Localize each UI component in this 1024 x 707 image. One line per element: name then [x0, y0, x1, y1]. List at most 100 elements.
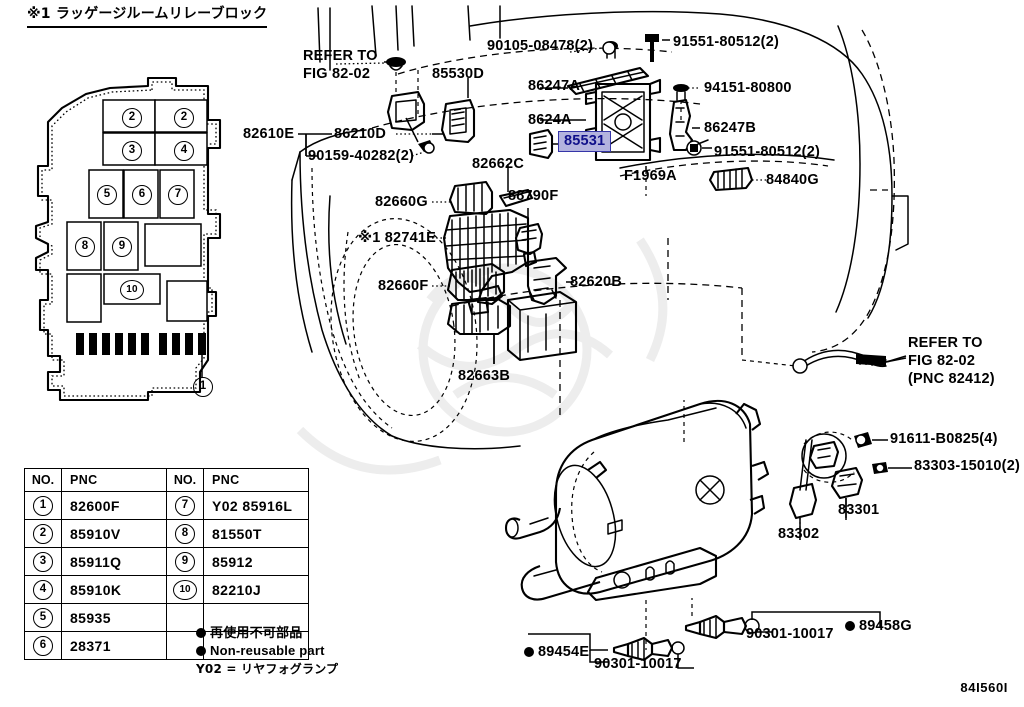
table-row: 6 28371 — [24, 631, 309, 660]
row-pnc-right: Y02 85916L — [203, 491, 309, 520]
relay-slot-blank-2 — [66, 273, 102, 323]
callout-refer-fig8202-top: REFER TO FIG 82-02 — [303, 48, 378, 83]
table-row: 2 85910V 8 81550T — [24, 519, 309, 548]
callout-91611-B0825: 91611-B0825(4) — [890, 431, 998, 447]
table-row: 1 82600F 7 Y02 85916L — [24, 491, 309, 520]
callout-F1969A: F1969A — [624, 168, 677, 184]
callout-82663B: 82663B — [458, 368, 510, 384]
row-no-right: 9 — [166, 547, 204, 576]
header-no-left: NO. — [24, 468, 62, 492]
row-pnc-left: 85910K — [61, 575, 167, 604]
callout-82660G: 82660G — [375, 194, 428, 210]
row-no-right: 7 — [166, 491, 204, 520]
callout-82620B: 82620B — [570, 274, 622, 290]
callout-90105-08478: 90105-08478(2) — [487, 38, 593, 54]
row-pnc-left: 85935 — [61, 603, 167, 632]
leader-lines — [298, 39, 912, 540]
callout-90159-40282: 90159-40282(2) — [308, 148, 414, 164]
relay-callout-7: 7 — [168, 185, 188, 205]
highlighted-part-85531[interactable]: 85531 — [558, 131, 612, 152]
oxygen-sensors — [528, 598, 881, 669]
row-pnc-left: 82600F — [61, 491, 167, 520]
callout-84840G: 84840G — [766, 172, 819, 188]
row-pnc-right: 85912 — [203, 547, 309, 576]
callout-86247A: 86247A — [528, 78, 580, 94]
relay-callout-9: 9 — [112, 237, 132, 257]
callout-82662C: 82662C — [472, 156, 524, 172]
callout-89454E: 89454E — [524, 644, 589, 661]
row-no-left: 2 — [24, 519, 62, 548]
row-pnc-left: 85910V — [61, 519, 167, 548]
row-no-left: 4 — [24, 575, 62, 604]
non-reusable-bullet-icon — [845, 621, 855, 631]
row-pnc-left: 85911Q — [61, 547, 167, 576]
legend-block: 再使用不可部品 Non-reusable part Y02 = リヤフォグランプ — [196, 625, 338, 678]
relay-callout-2b: 2 — [174, 108, 194, 128]
header-no-right: NO. — [166, 468, 204, 492]
row-empty-cell — [166, 603, 204, 632]
muffler-assembly — [504, 399, 770, 650]
highlight-badge: 85531 — [558, 131, 612, 152]
callout-8624A: 8624A — [528, 112, 572, 128]
relay-callout-6: 6 — [132, 185, 152, 205]
row-empty-cell — [203, 603, 309, 632]
callout-83302: 83302 — [778, 526, 820, 542]
non-reusable-bullet-icon — [196, 628, 206, 638]
callout-89458G: 89458G — [845, 618, 912, 635]
callout-refer-fig8202-right: REFER TO FIG 82-02 (PNC 82412) — [908, 335, 995, 388]
vehicle-body-outline — [290, 5, 909, 450]
row-pnc-left: 28371 — [61, 631, 167, 660]
callout-86247B: 86247B — [704, 120, 756, 136]
non-reusable-bullet-icon — [524, 647, 534, 657]
ecu-bracket-assembly — [528, 34, 754, 196]
relay-callout-2a: 2 — [122, 108, 142, 128]
relay-callout-8: 8 — [75, 237, 95, 257]
relay-pointer-1: 1 — [193, 377, 213, 397]
rear-harness — [741, 349, 907, 374]
header-pnc-left: PNC — [61, 468, 167, 492]
non-reusable-bullet-icon — [196, 646, 206, 657]
section-heading-luggage-relay-block: ※1 ラッゲージルームリレーブロック — [27, 6, 268, 28]
callout-82741E: ※1 82741E — [358, 230, 436, 246]
table-row: 4 85910K 10 82210J — [24, 575, 309, 604]
header-pnc-right: PNC — [203, 468, 309, 492]
row-no-right: 8 — [166, 519, 204, 548]
callout-83301: 83301 — [838, 502, 880, 518]
row-no-left: 1 — [24, 491, 62, 520]
table-row: 5 85935 — [24, 603, 309, 632]
callout-88790F: 88790F — [508, 188, 559, 204]
table-row: 3 85911Q 9 85912 — [24, 547, 309, 576]
row-no-left: 3 — [24, 547, 62, 576]
callout-82660F: 82660F — [378, 278, 429, 294]
row-pnc-right: 82210J — [203, 575, 309, 604]
relay-slot-blank-3 — [166, 280, 208, 322]
relay-callout-4: 4 — [174, 141, 194, 161]
relay-callout-10: 10 — [120, 280, 144, 300]
legend-line-y02: Y02 = リヤフォグランプ — [196, 661, 339, 676]
callout-82610E: 82610E — [243, 126, 295, 142]
relay-slot-blank-1 — [144, 223, 202, 267]
callout-85530D: 85530D — [432, 66, 484, 82]
callout-94151-80800: 94151-80800 — [704, 80, 792, 96]
relay-callout-3: 3 — [122, 141, 142, 161]
relay-slot-4 — [154, 132, 208, 166]
pnc-reference-table: NO. PNC NO. PNC 1 82600F 7 Y02 85916L 2 … — [24, 468, 309, 660]
row-no-left: 6 — [24, 631, 62, 660]
callout-91551-80512-top: 91551-80512(2) — [673, 34, 779, 50]
row-no-right: 10 — [166, 575, 204, 604]
callout-83303-15010: 83303-15010(2) — [914, 458, 1020, 474]
relay-callout-5: 5 — [97, 185, 117, 205]
row-empty-cell — [203, 631, 309, 660]
upper-left-components — [305, 57, 476, 156]
callout-90301-10017-upper: 90301-10017 — [746, 626, 834, 642]
callout-90301-10017-lower: 90301-10017 — [594, 656, 682, 672]
table-header-row: NO. PNC NO. PNC — [24, 468, 309, 492]
speed-sensor-cluster — [788, 431, 888, 540]
callout-86210D: 86210D — [334, 126, 386, 142]
watermark — [296, 237, 668, 475]
legend-line-jp: 再使用不可部品 — [196, 625, 338, 641]
fuse-bars — [76, 333, 206, 355]
figure-code: 84I560I — [960, 679, 1008, 695]
